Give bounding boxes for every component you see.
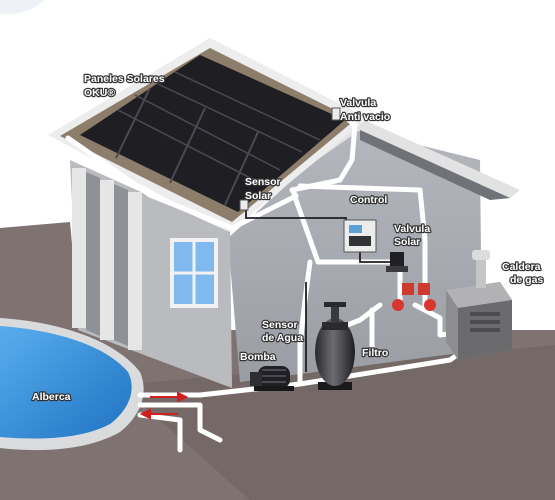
label-valvula-anti-vacio: Valvula: [340, 97, 376, 109]
label-valvula-anti-vacio-2: Anti vacio: [340, 111, 390, 123]
solar-valve: [386, 252, 408, 272]
label-filtro: Filtro: [362, 347, 388, 359]
porch-column: [100, 180, 114, 340]
label-sensor-de-agua-2: de Agua: [262, 332, 303, 344]
label-valvula-solar: Valvula: [394, 223, 430, 235]
porch-column: [72, 168, 86, 328]
porch-gap: [86, 172, 100, 336]
pool: [0, 326, 132, 439]
porch-column: [128, 192, 142, 350]
label-sensor-de-agua: Sensor: [262, 319, 298, 331]
label-sensor-solar: Sensor: [245, 176, 281, 188]
pipe-valves: [392, 283, 436, 311]
gas-heater: [446, 250, 512, 360]
label-valvula-solar-2: Solar: [394, 236, 420, 248]
corner-decoration: [0, 0, 45, 14]
anti-vacuum-valve: [331, 107, 341, 121]
house-window: [170, 238, 218, 308]
label-control: Control: [350, 194, 387, 206]
label-paneles-brand: OKU®: [84, 87, 115, 99]
label-sensor-solar-2: Solar: [245, 190, 271, 202]
gable-roof-shadow: [360, 130, 510, 200]
control-box: [343, 219, 377, 253]
gable-roof-edge: [290, 118, 520, 198]
solar-panel-array: [80, 55, 345, 212]
label-caldera-de-gas-2: de gas: [510, 274, 543, 286]
label-alberca: Alberca: [32, 391, 71, 403]
label-paneles-solares: Paneles Solares: [84, 73, 165, 85]
sand-filter: [315, 302, 355, 390]
pool-pump: [250, 366, 294, 391]
label-caldera-de-gas: Caldera: [502, 261, 541, 273]
solar-sensor: [239, 199, 249, 211]
label-bomba: Bomba: [240, 351, 276, 363]
flow-arrows: [139, 391, 189, 420]
porch-gap: [114, 184, 128, 346]
